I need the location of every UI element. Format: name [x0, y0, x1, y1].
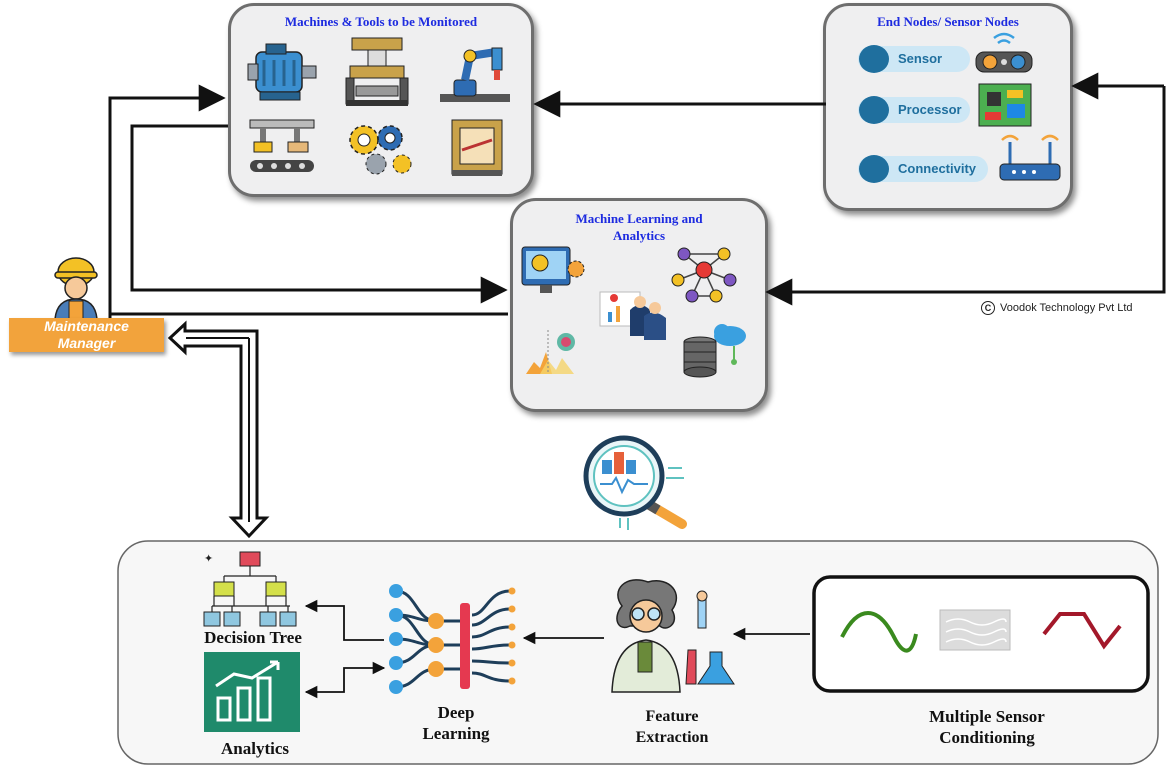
ml-title-line1: Machine Learning and [575, 211, 703, 226]
sensor-cond-line1: Multiple Sensor [929, 707, 1045, 726]
feature-extraction-label: Feature Extraction [600, 706, 744, 748]
sensor-nodes-box: End Nodes/ Sensor Nodes Sensor Processor… [823, 3, 1073, 211]
feature-line1: Feature [645, 708, 699, 725]
decision-tree-icon: ✦ [203, 551, 297, 627]
deep-learning-line2: Learning [422, 724, 490, 743]
sensor-pill: Sensor [858, 45, 970, 73]
ml-title-line2: Analytics [613, 228, 665, 243]
deep-learning-icon [389, 584, 516, 694]
decision-tree-label: Decision Tree [204, 628, 302, 647]
analytics-label: Analytics [221, 739, 289, 758]
connectivity-label: Connectivity [898, 161, 977, 176]
sensor-dot-icon [859, 45, 889, 73]
machines-box-title: Machines & Tools to be Monitored [284, 14, 478, 29]
sensor-conditioning-box [812, 575, 1150, 693]
noise-signal-icon [939, 609, 1011, 651]
magnifier-analytics-icon [583, 435, 687, 530]
arrow-manager-to-machines [108, 84, 226, 318]
worker-icon [54, 257, 98, 320]
processor-label: Processor [898, 102, 962, 117]
sensor-box-title: End Nodes/ Sensor Nodes [877, 14, 1019, 29]
sensor-conditioning-label: Multiple Sensor Conditioning [880, 706, 1094, 748]
scientist-icon [611, 579, 735, 693]
ml-analytics-box: Machine Learning and Analytics [510, 198, 768, 412]
feature-line2: Extraction [635, 729, 709, 746]
processor-dot-icon [859, 96, 889, 124]
manager-line2: Manager [57, 335, 116, 351]
svg-text:✦: ✦ [204, 553, 213, 565]
manager-line1: Maintenance [44, 318, 129, 334]
copyright-icon: C [981, 301, 995, 315]
trapezoid-wave-icon [1042, 612, 1122, 650]
maintenance-manager-label: Maintenance Manager [9, 318, 164, 352]
analytics-icon [204, 652, 300, 732]
machines-box: Machines & Tools to be Monitored [228, 3, 534, 197]
ml-box-title: Machine Learning and Analytics [513, 210, 765, 244]
processor-pill: Processor [858, 96, 970, 124]
deep-learning-label: Deep Learning [386, 702, 526, 744]
deep-learning-line1: Deep [437, 703, 475, 722]
copyright-notice: C Voodok Technology Pvt Ltd [981, 301, 1133, 315]
connectivity-dot-icon [859, 155, 889, 183]
sine-wave-icon [840, 611, 918, 653]
pipeline-arrows [304, 599, 810, 699]
connectivity-pill: Connectivity [858, 155, 988, 183]
double-arrow [167, 320, 270, 539]
copyright-text: Voodok Technology Pvt Ltd [1000, 302, 1133, 314]
sensor-label: Sensor [898, 51, 943, 66]
sensor-cond-line2: Conditioning [939, 728, 1035, 747]
